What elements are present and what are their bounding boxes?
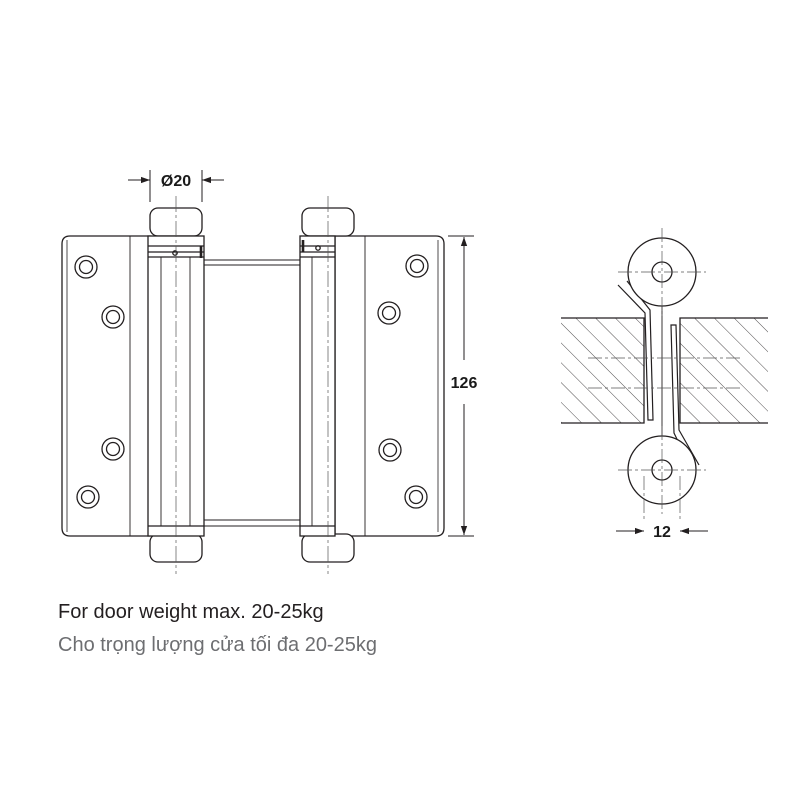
hinge-front-view [61, 207, 445, 563]
front-center-lines [175, 196, 329, 574]
gap-label: 12 [653, 524, 671, 541]
diameter-dimension [128, 170, 224, 202]
spring-bands [202, 259, 302, 527]
right-leaf-plate [334, 235, 445, 537]
screw-holes-left [74, 255, 125, 509]
door-section-left [561, 317, 645, 424]
screw-holes-right [377, 254, 429, 509]
caption-vietnamese: Cho trọng lượng cửa tối đa 20-25kg [58, 634, 377, 656]
diameter-label: Ø20 [161, 173, 191, 190]
hinge-section-view: 12 [561, 228, 768, 541]
right-barrel [299, 207, 355, 563]
caption-english: For door weight max. 20-25kg [58, 601, 324, 623]
door-section-right [679, 317, 768, 424]
left-leaf-plate [61, 235, 151, 537]
section-knuckle-bottom [627, 435, 697, 505]
section-center-lines [588, 228, 742, 520]
height-label: 126 [451, 375, 478, 392]
height-dimension [448, 235, 474, 537]
section-knuckle-top [627, 237, 697, 307]
